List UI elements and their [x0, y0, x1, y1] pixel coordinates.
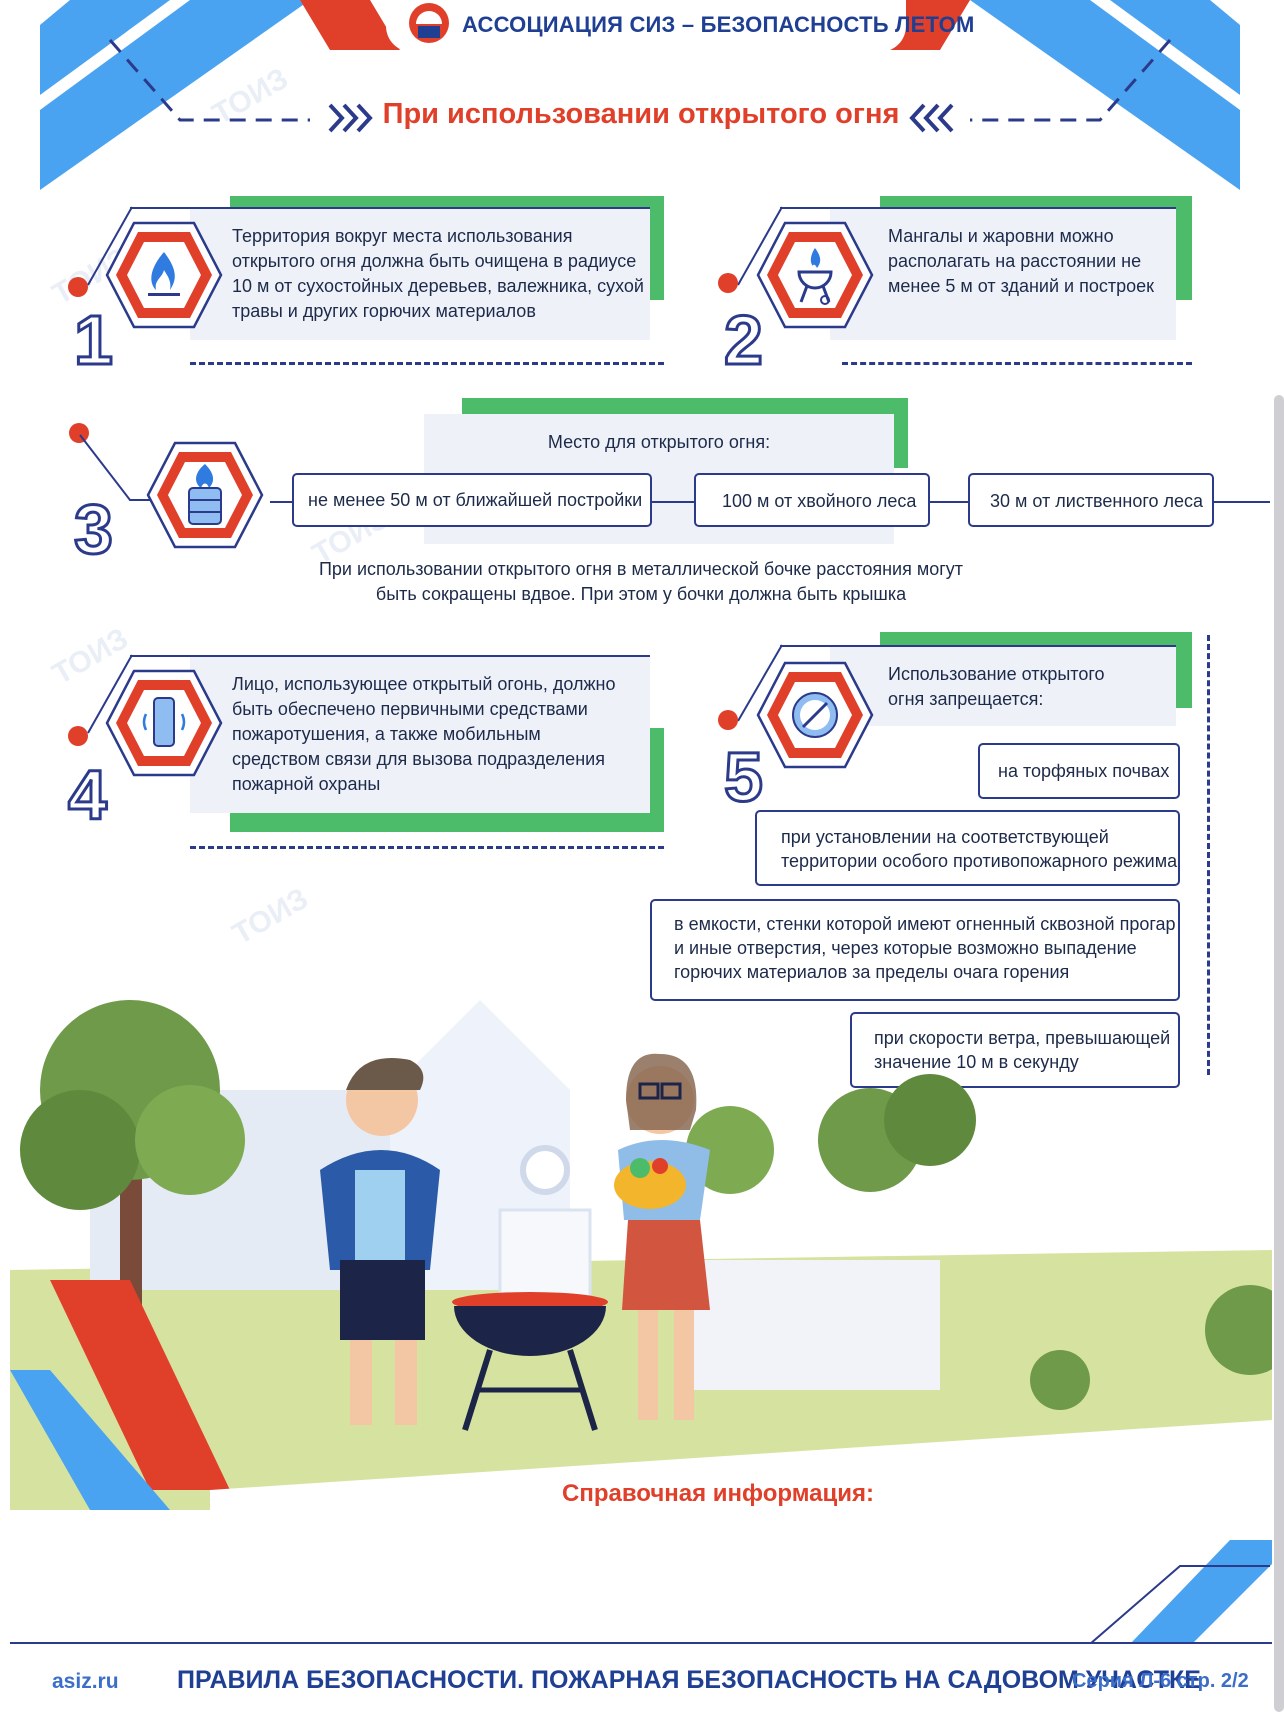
distance-box: 100 м от хвойного леса [694, 473, 930, 527]
rule-4-text: Лицо, использующее открытый огонь, должн… [232, 674, 616, 794]
association-name: АССОЦИАЦИЯ СИЗ – БЕЗОПАСНОСТЬ ЛЕТОМ [462, 12, 975, 37]
page-series: Серия Л-6 стр. 2/2 [1072, 1670, 1249, 1692]
scrollbar[interactable] [1274, 395, 1284, 1712]
header-banner [386, 0, 906, 52]
site-link[interactable]: asiz.ru [52, 1670, 119, 1693]
distance-box: не менее 50 м от ближайшей постройки [292, 473, 652, 527]
rule-5-card [830, 646, 1176, 726]
divider [190, 846, 664, 849]
footer-title: ПРАВИЛА БЕЗОПАСНОСТИ. ПОЖАРНАЯ БЕЗОПАСНО… [177, 1666, 1201, 1694]
watermark: ТОИЗ [226, 881, 314, 952]
marker-dot [718, 273, 738, 293]
rule-1-text: Территория вокруг места использования от… [232, 226, 644, 321]
page-title: При использовании открытого огня [382, 98, 900, 130]
rule-5-text: Использование открытого огня запрещается… [888, 664, 1105, 709]
rule-4-card [190, 655, 650, 813]
rule-number: 5 [723, 738, 765, 816]
rule-number: 3 [73, 490, 115, 568]
prohibition-box: при установлении на соответствующей терр… [755, 810, 1180, 886]
rule-3-title: Место для открытого огня: [547, 432, 771, 452]
prohibition-icon [756, 661, 874, 769]
footer-stripes [1089, 1540, 1272, 1644]
prohibition-box: при скорости ветра, превышающей значение… [850, 1012, 1180, 1088]
rule-number: 4 [67, 756, 109, 834]
poster: ТОИЗ ТОИЗ ТОИЗ ТОИЗ ТОИЗ ТОИЗ АССОЦИАЦИЯ… [10, 0, 1272, 1712]
prohibition-box: в емкости, стенки которой имеют огненный… [650, 899, 1180, 1001]
divider [190, 362, 664, 365]
divider [842, 362, 1192, 365]
rule-2-text: Мангалы и жаровни можно располагать на р… [888, 226, 1154, 296]
marker-dot [718, 710, 738, 730]
mobile-phone-icon [105, 669, 223, 777]
distance-box: 30 м от лиственного леса [968, 473, 1214, 527]
rule-number: 1 [73, 301, 115, 379]
footer-divider [10, 1642, 1272, 1644]
marker-dot [68, 726, 88, 746]
grill-icon [756, 221, 874, 329]
connector-line [737, 644, 783, 722]
connector-line [87, 206, 133, 286]
barrel-fire-icon [146, 441, 264, 549]
rule-3-note: При использовании открытого огня в метал… [318, 559, 964, 604]
connector-line [737, 206, 783, 286]
divider [1207, 635, 1210, 1075]
siz-logo-icon [409, 3, 449, 43]
prohibition-box: на торфяных почвах [978, 743, 1180, 799]
rule-number: 2 [723, 301, 765, 379]
rule-2-card [830, 208, 1176, 340]
connector-line [87, 654, 133, 734]
reference-label: Справочная информация: [562, 1480, 875, 1507]
flame-icon [105, 221, 223, 329]
rule-1-card [190, 208, 650, 340]
marker-dot [69, 423, 89, 443]
marker-dot [68, 277, 88, 297]
bbq-illustration [10, 1000, 1272, 1510]
